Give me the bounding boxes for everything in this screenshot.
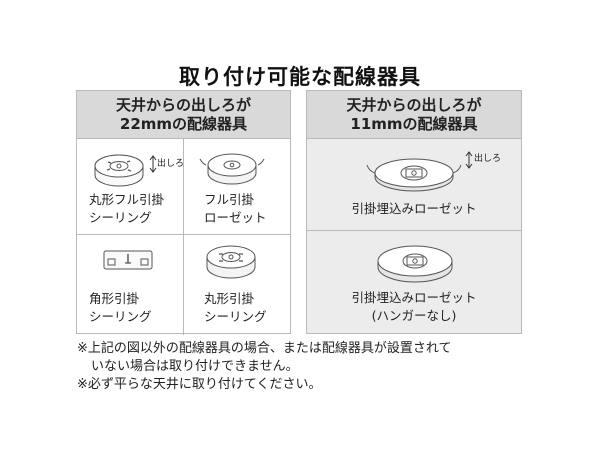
- item-embedded-rosette-no-hanger: 引掛埋込みローゼット (ハンガーなし): [307, 231, 521, 333]
- panel-11mm-header: 天井からの出しろが 11mmの配線器具: [307, 91, 521, 138]
- item-square-ceiling: 角形引掛 シーリング: [77, 235, 183, 334]
- panel-22mm-header-line2: 22mmの配線器具: [119, 114, 248, 133]
- item-round-ceiling: 丸形引掛 シーリング: [184, 235, 292, 334]
- item-label-line1: 丸形フル引掛: [89, 192, 165, 207]
- note-line-2: いない場合は取り付けできません。: [91, 359, 299, 374]
- panel-11mm-header-line1: 天井からの出しろが: [346, 95, 482, 114]
- round-ceiling-small-icon: [206, 245, 256, 279]
- page-title: 取り付け可能な配線器具: [179, 65, 421, 89]
- item-label-line1: 引掛埋込みローゼット: [351, 201, 477, 216]
- item-label-line1: 丸形引掛: [204, 291, 255, 306]
- item-label-line2: ローゼット: [204, 210, 267, 225]
- panel-22mm-header: 天井からの出しろが 22mmの配線器具: [77, 91, 290, 138]
- rosette-device-icon: [199, 153, 265, 185]
- panel-22mm-header-line1: 天井からの出しろが: [115, 95, 251, 114]
- note-line-3: ※必ず平らな天井に取り付けてください。: [77, 377, 322, 392]
- dimension-label: 出しろ: [157, 159, 185, 169]
- item-label-line1: 角形引掛: [89, 291, 140, 306]
- embedded-rosette-no-hanger-icon: [377, 245, 453, 283]
- item-round-full-ceiling: 出しろ 丸形フル引掛 シーリング: [77, 139, 185, 234]
- panel-22mm: 天井からの出しろが 22mmの配線器具 出しろ 丸形フル引掛 シーリング: [76, 90, 292, 335]
- item-label-line1: 引掛埋込みローゼット: [351, 290, 477, 305]
- item-label-line1: フル引掛: [204, 192, 255, 207]
- dimension-label: 出しろ: [474, 154, 502, 164]
- item-label-line2: シーリング: [89, 309, 152, 324]
- panel-11mm: 天井からの出しろが 11mmの配線器具 出しろ 引掛埋込みローゼット 引掛埋込み…: [306, 90, 522, 334]
- item-label-line2: シーリング: [204, 309, 267, 324]
- embedded-rosette-icon: [366, 151, 473, 192]
- note-line-1: ※上記の図以外の配線器具の場合、または配線器具が設置されて: [77, 341, 452, 356]
- panel-11mm-header-line2: 11mmの配線器具: [350, 114, 478, 133]
- item-full-rosette: フル引掛 ローゼット: [184, 139, 292, 234]
- square-ceiling-device-icon: [103, 250, 153, 270]
- item-label-line2: (ハンガーなし): [371, 308, 457, 323]
- round-ceiling-device-icon: [94, 154, 157, 187]
- item-embedded-rosette: 出しろ 引掛埋込みローゼット: [307, 139, 521, 230]
- item-label-line2: シーリング: [89, 210, 152, 225]
